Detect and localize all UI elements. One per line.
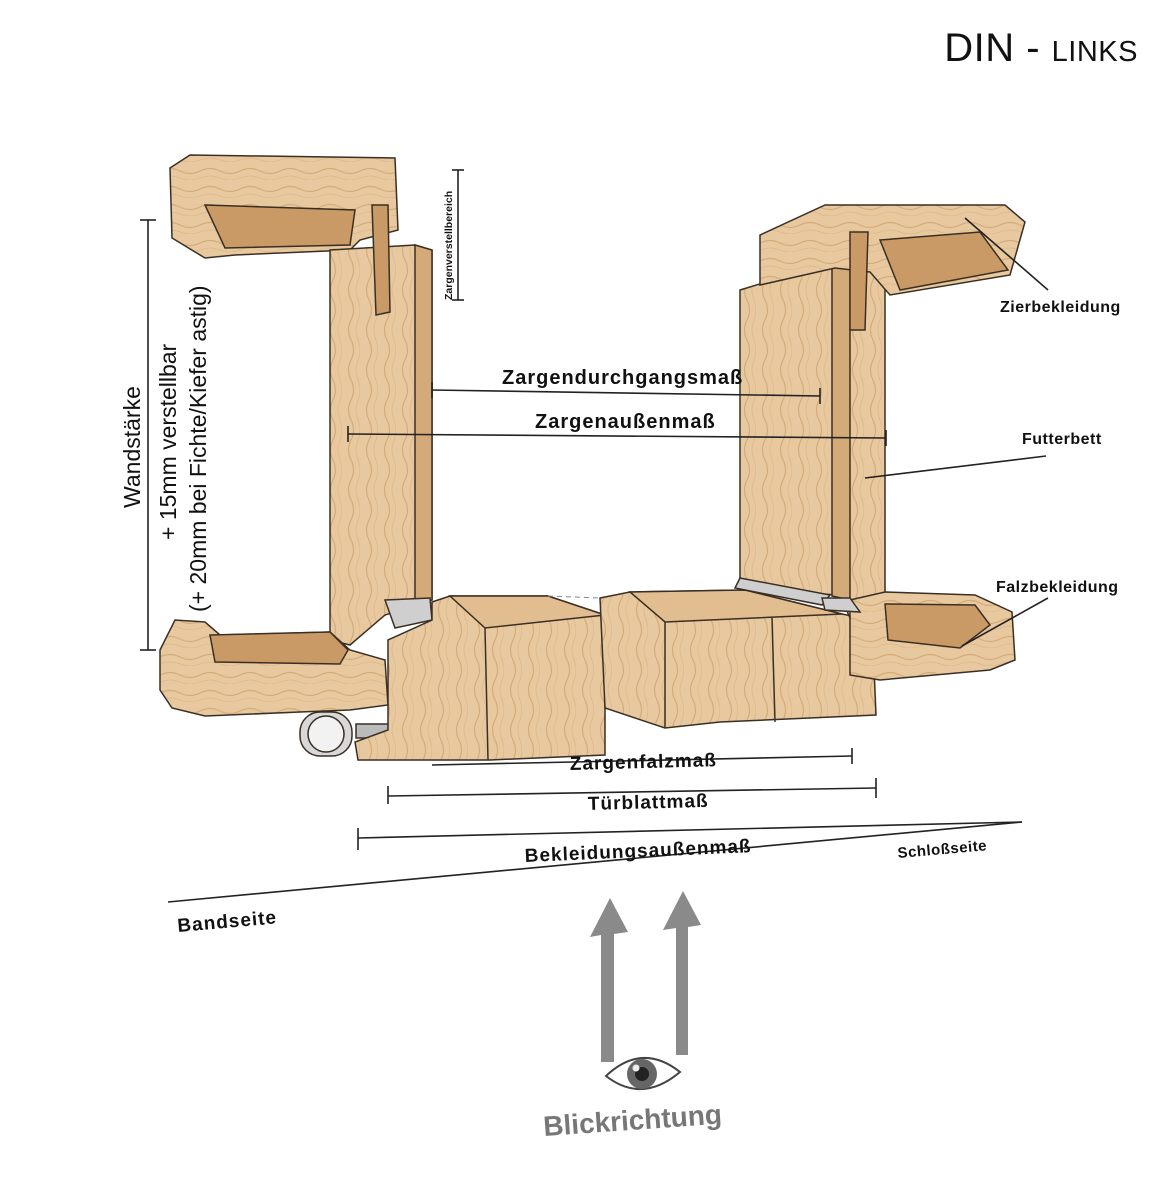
left-top-casing-groove — [203, 204, 356, 249]
arrow-left — [590, 898, 628, 1062]
bandseite-label: Bandseite — [177, 907, 278, 937]
wandstaerke-label: Wandstärke — [119, 386, 145, 508]
eye-icon — [604, 1057, 682, 1090]
door-leaf-left — [354, 595, 606, 761]
falzbekleidung-leader — [961, 597, 1049, 647]
right-jamb-inner — [831, 261, 851, 601]
din-title: DIN - LINKS — [944, 26, 1138, 71]
left-tongue-slot — [371, 204, 391, 316]
din-side: LINKS — [1051, 36, 1138, 68]
door-gap-line — [547, 595, 601, 599]
baseline-line — [167, 821, 1023, 903]
futterbett-leader — [864, 455, 1047, 479]
blickrichtung-label: Blickrichtung — [542, 1099, 723, 1142]
dimension-lines — [140, 169, 1049, 903]
tuerblattmass-label: Türblattmaß — [588, 791, 709, 815]
zargenaussenmass-label: Zargenaußenmaß — [535, 411, 716, 433]
labels: Zargenverstellbereich Wandstärke + 15mm … — [119, 191, 1121, 937]
right-frame — [733, 204, 1026, 681]
zargenfalzmass-label: Zargenfalzmaß — [570, 750, 718, 775]
zargendurchgangsmass-line — [431, 389, 821, 397]
right-top-casing-groove — [878, 231, 1010, 291]
door-leaf-right — [599, 589, 877, 729]
right-seal-1 — [733, 577, 832, 606]
right-bottom-casing-groove — [884, 603, 992, 649]
zargenverstellbereich-label: Zargenverstellbereich — [443, 191, 455, 300]
left-bottom-casing-groove — [209, 631, 349, 665]
zierbekleidung-leader — [964, 217, 1049, 291]
din-separator: - — [1014, 26, 1052, 70]
din-label: DIN — [944, 26, 1015, 70]
zargenfalzmass-line — [431, 755, 853, 766]
zargendurchgangsmass-label: Zargendurchgangsmaß — [502, 367, 743, 389]
zierbekleidung-label: Zierbekleidung — [1000, 299, 1121, 316]
zargenaussenmass-line — [347, 433, 887, 439]
verstellbar-label-line1: + 15mm verstellbar — [155, 343, 181, 540]
falzbekleidung-label: Falzbekleidung — [996, 579, 1119, 596]
left-jamb-inner — [414, 243, 433, 607]
tuerblattmass-line — [387, 787, 877, 797]
blickrichtung-arrows — [590, 891, 701, 1062]
verstellbar-label-line2: (+ 20mm bei Fichte/Kiefer astig) — [185, 285, 211, 612]
schlossseite-label: Schloßseite — [897, 837, 988, 862]
right-seal-2 — [821, 597, 862, 613]
right-tongue-slot — [849, 231, 869, 331]
hinge-end — [307, 715, 345, 753]
left-frame — [159, 154, 433, 757]
bekleidungsaussenmass-label: Bekleidungsaußenmaß — [524, 836, 752, 867]
bekleidungsaussenmass-line — [357, 821, 1023, 839]
arrow-right — [663, 891, 701, 1055]
futterbett-label: Futterbett — [1022, 431, 1102, 448]
